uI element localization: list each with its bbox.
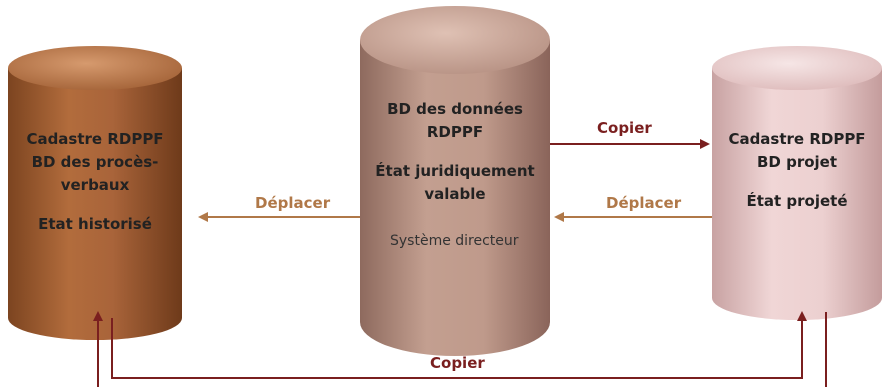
cylinder-master-db <box>360 6 550 356</box>
cylinder-historical-db <box>8 46 182 340</box>
master-db-label: BD des données RDPPF État juridiquement … <box>360 98 550 206</box>
historical-db-line-3: verbaux <box>60 176 130 194</box>
arrow-copy-loop <box>93 311 827 387</box>
master-system-note: Système directeur <box>390 233 519 249</box>
historical-db-line-1: Cadastre RDPPF <box>26 130 164 148</box>
master-db-line-2: RDPPF <box>426 123 484 141</box>
move-label-left: Déplacer <box>255 194 331 212</box>
master-db-state-line-1: État juridiquement <box>375 162 535 180</box>
project-db-line-2: BD projet <box>756 153 838 171</box>
historical-db-label: Cadastre RDPPF BD des procès- verbaux Et… <box>8 128 182 236</box>
project-db-line-1: Cadastre RDPPF <box>728 130 866 148</box>
historical-db-line-2: BD des procès- <box>31 153 159 171</box>
master-db-line-1: BD des données <box>387 100 523 118</box>
copy-label-bottom: Copier <box>430 354 485 372</box>
historical-db-state: Etat historisé <box>38 215 152 233</box>
master-db-state-line-2: valable <box>424 185 486 203</box>
project-db-label: Cadastre RDPPF BD projet État projeté <box>712 128 882 213</box>
project-db-state: État projeté <box>746 192 848 210</box>
copy-label-top: Copier <box>597 119 652 137</box>
move-label-right: Déplacer <box>606 194 682 212</box>
cylinder-project-db <box>712 46 882 320</box>
